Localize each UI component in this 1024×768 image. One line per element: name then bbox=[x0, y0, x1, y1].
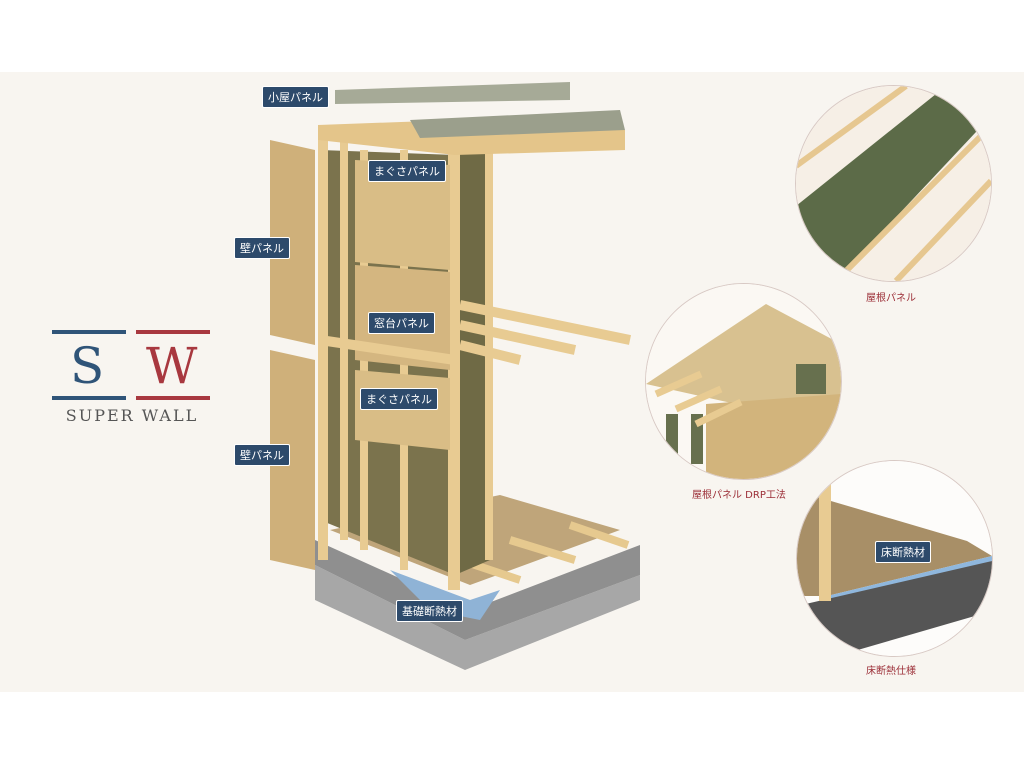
roof-panel-caption: 屋根パネル bbox=[866, 293, 916, 304]
floor-insulation-detail: 床断熱材 bbox=[796, 460, 993, 657]
wall-panel-lower bbox=[270, 350, 315, 570]
logo-bar-red-bottom bbox=[136, 396, 210, 400]
logo-bar-red-top bbox=[136, 330, 210, 334]
super-wall-logo: S W SUPER WALL bbox=[52, 330, 212, 430]
lintel-panel-upper bbox=[355, 160, 450, 270]
attic-panel-label: 小屋パネル bbox=[262, 86, 329, 108]
roof-panel-drp-caption: 屋根パネル DRP工法 bbox=[692, 490, 786, 501]
foundation-insulation-label: 基礎断熱材 bbox=[396, 600, 463, 622]
floor-spec-caption: 床断熱仕様 bbox=[866, 666, 916, 677]
foundation bbox=[315, 565, 640, 670]
lintel-panel-lower bbox=[355, 370, 450, 450]
attic-panel-back bbox=[410, 110, 625, 138]
roof-panel-detail bbox=[795, 85, 992, 282]
foundation-insulation bbox=[390, 570, 500, 620]
lintel-panel-upper-label: まぐさパネル bbox=[368, 160, 446, 182]
wall-panel-upper-label: 壁パネル bbox=[234, 237, 290, 259]
logo-bar-blue-bottom bbox=[52, 396, 126, 400]
floor-insulation-label: 床断熱材 bbox=[875, 541, 931, 563]
logo-letter-s: S bbox=[70, 337, 105, 395]
back-wall-insulation bbox=[455, 150, 490, 575]
logo-bar-blue-top bbox=[52, 330, 126, 334]
logo-letter-w: W bbox=[146, 337, 198, 395]
roof-panel-drp-detail bbox=[645, 283, 842, 480]
attic-panel bbox=[335, 82, 570, 104]
logo-subtitle: SUPER WALL bbox=[65, 406, 199, 425]
wall-panel-upper bbox=[270, 140, 315, 345]
lintel-panel-lower-label: まぐさパネル bbox=[360, 388, 438, 410]
sill-panel-label: 窓台パネル bbox=[368, 312, 435, 334]
wall-panel-lower-label: 壁パネル bbox=[234, 444, 290, 466]
